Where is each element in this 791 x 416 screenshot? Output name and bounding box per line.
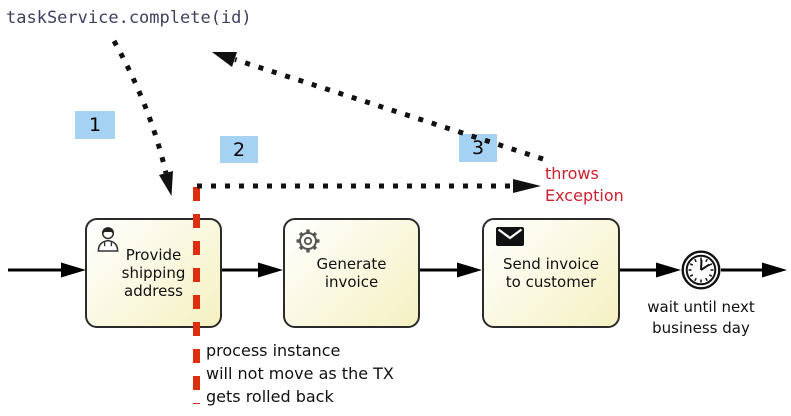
step-badge-2: 2 bbox=[220, 136, 258, 163]
task-label: Provide shipping address bbox=[122, 246, 186, 300]
task-label-line: address bbox=[124, 282, 183, 300]
task-generate-invoice: Generate invoice bbox=[283, 218, 420, 328]
task-provide-shipping-address: Provide shipping address bbox=[85, 218, 222, 328]
task-label-line: to customer bbox=[505, 273, 597, 291]
task-label: Generate invoice bbox=[316, 255, 386, 291]
user-icon bbox=[97, 227, 119, 252]
code-call-label: taskService.complete(id) bbox=[6, 8, 252, 28]
timer-event-icon bbox=[681, 250, 721, 290]
step-badge-1: 1 bbox=[75, 111, 115, 139]
throws-exception-label: throws Exception bbox=[545, 163, 624, 207]
note-line: will not move as the TX bbox=[206, 364, 394, 383]
throws-line-1: throws bbox=[545, 164, 599, 183]
task-label: Send invoice to customer bbox=[503, 255, 599, 291]
note-line: gets rolled back bbox=[206, 387, 334, 406]
rollback-note: process instance will not move as the TX… bbox=[206, 339, 394, 408]
dotted-arrow-process bbox=[197, 179, 541, 193]
timer-label-line: wait until next bbox=[647, 298, 755, 316]
task-label-line: shipping bbox=[121, 264, 186, 282]
task-label-line: invoice bbox=[324, 273, 379, 291]
throws-line-2: Exception bbox=[545, 186, 624, 205]
task-label-line: Generate bbox=[316, 255, 387, 273]
timer-label-line: business day bbox=[652, 319, 750, 337]
dotted-arrow-call bbox=[111, 39, 173, 196]
timer-label: wait until next business day bbox=[611, 297, 791, 339]
gear-icon bbox=[296, 229, 320, 253]
task-label-line: Provide bbox=[125, 246, 182, 264]
envelope-icon bbox=[496, 227, 524, 246]
task-send-invoice-to-customer: Send invoice to customer bbox=[482, 218, 620, 328]
note-line: process instance bbox=[206, 341, 341, 360]
step-badge-3: 3 bbox=[459, 134, 497, 162]
task-label-line: Send invoice bbox=[503, 255, 599, 273]
